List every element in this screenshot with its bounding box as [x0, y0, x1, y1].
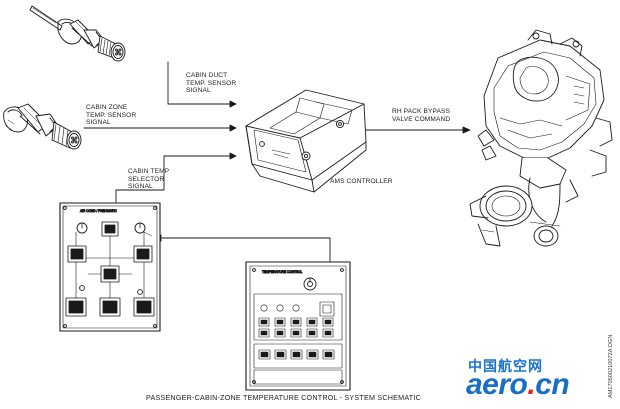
watermark-chinese: 中国航空网 — [468, 358, 543, 374]
ams-controller-label: AMS CONTROLLER — [330, 178, 393, 185]
cabin-zone-sensor — [3, 103, 82, 150]
figure-caption: PASSENGER-CABIN-ZONE TEMPERATURE CONTROL… — [146, 393, 421, 402]
watermark-dot: . — [527, 368, 536, 401]
rh-pack-bypass-valve — [469, 29, 613, 247]
rh-pack-label: RH PACK BYPASS VALVE COMMAND — [392, 108, 451, 123]
watermark-cn: cn — [535, 368, 570, 401]
watermark-aero: aero — [466, 368, 528, 401]
signal-lines — [83, 61, 471, 263]
ams-controller-unit — [245, 89, 367, 193]
cabin-duct-label: CABIN DUCT TEMP. SENSOR SIGNAL — [186, 72, 237, 95]
watermark-latin: aero.cn — [466, 368, 570, 402]
panel-title: AIR COND / PNEUMATIC — [80, 209, 117, 213]
temperature-control-title: TEMPERATURE CONTROL — [262, 270, 303, 274]
drawing-code: AM170500210072A.DGN — [608, 334, 614, 398]
temperature-control-panel — [245, 261, 351, 391]
cabin-zone-label: CABIN ZONE TEMP. SENSOR SIGNAL — [86, 104, 137, 127]
air-cond-pneumatic-panel — [59, 202, 161, 332]
cabin-temp-label: CABIN TEMP SELECTOR SIGNAL — [128, 168, 170, 191]
cabin-duct-sensor — [29, 5, 126, 62]
